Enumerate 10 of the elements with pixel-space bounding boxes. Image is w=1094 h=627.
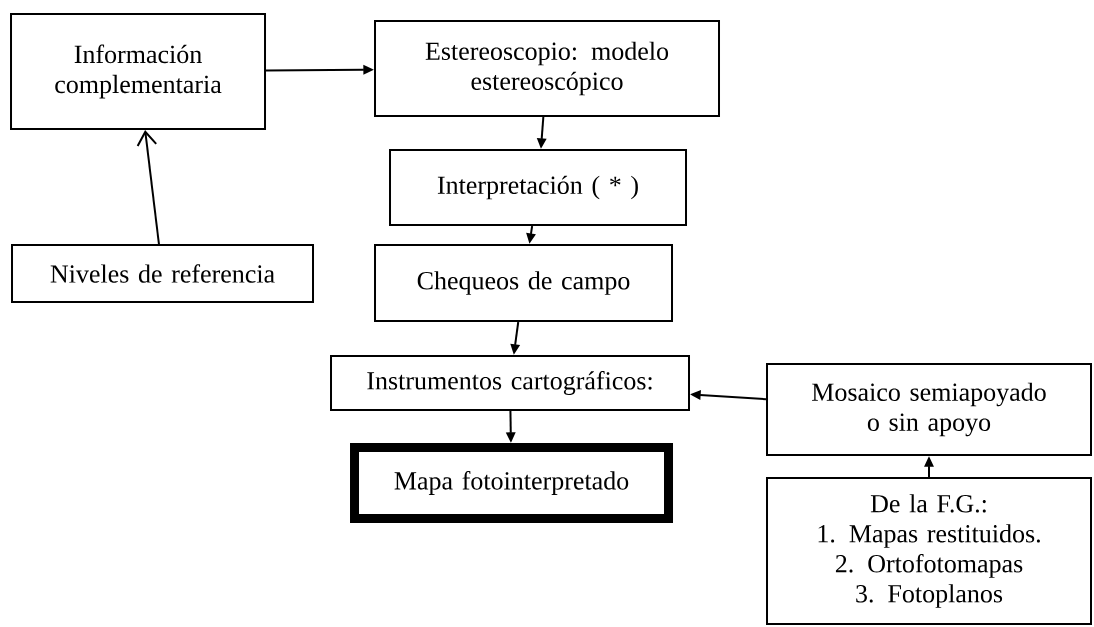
process-box: Interpretación ( * ) — [389, 149, 687, 226]
process-box: De la F.G.: 1. Mapas restituidos. 2. Ortofotomapas 3. Fotoplanos — [766, 477, 1092, 625]
process-box: Información complementaria — [10, 13, 266, 130]
process-box: Niveles de referencia — [11, 244, 314, 303]
process-box: Estereoscopio: modelo estereoscópico — [374, 20, 720, 117]
map-box: Mapa fotointerpretado — [350, 443, 673, 523]
process-box: Chequeos de campo — [374, 244, 673, 322]
process-box: Instrumentos cartográficos: — [330, 355, 690, 411]
process-box: Mosaico semiapoyado o sin apoyo — [766, 363, 1092, 456]
arrow — [136, 130, 160, 245]
